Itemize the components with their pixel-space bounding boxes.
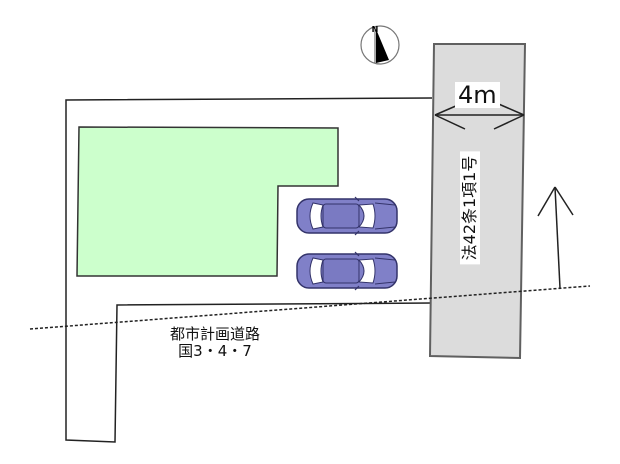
lot-boundary bbox=[65, 97, 433, 443]
city-planning-road-title: 都市計画道路 bbox=[169, 325, 260, 343]
city-planning-road-number: 国3・4・7 bbox=[178, 342, 252, 360]
city-planning-road-line bbox=[29, 285, 591, 330]
building-footprint bbox=[76, 126, 339, 277]
up-arrow-icon bbox=[537, 186, 574, 289]
road-width-label: 4m bbox=[455, 82, 500, 108]
car-icon bbox=[296, 251, 398, 291]
svg-text:N: N bbox=[372, 25, 379, 34]
road-designation-label: 法42条1項1号 bbox=[460, 151, 480, 265]
north-arrow-icon: N bbox=[360, 25, 400, 65]
car-icon bbox=[296, 196, 398, 236]
city-planning-road-label: 都市計画道路 国3・4・7 bbox=[160, 326, 270, 360]
